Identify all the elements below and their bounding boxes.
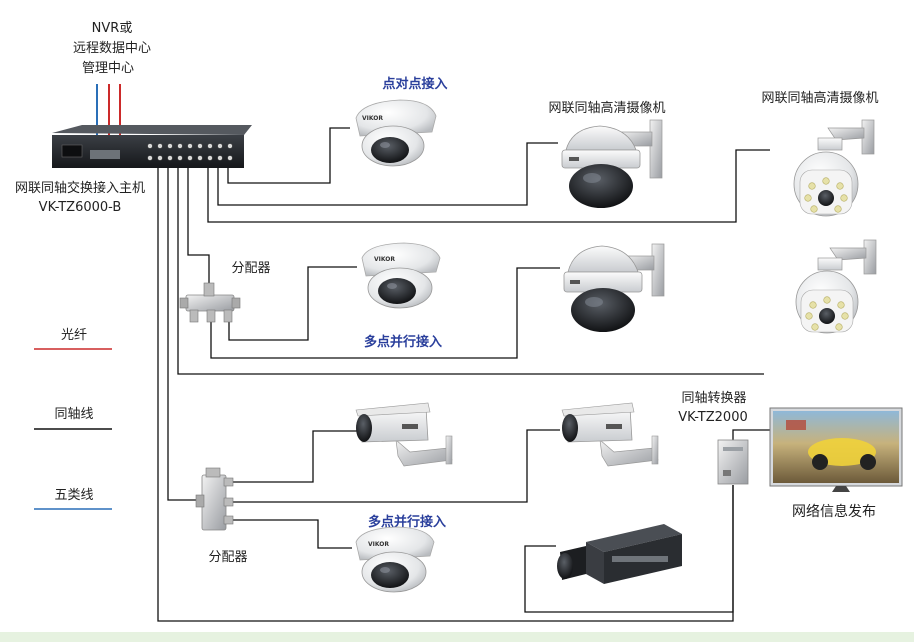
nvr-label-line2: 远程数据中心 <box>73 41 151 56</box>
coax-dome-3 <box>220 519 352 549</box>
host-switch <box>52 125 252 168</box>
dome-camera-2: VIKOR <box>361 242 441 309</box>
display-monitor <box>769 407 903 492</box>
display-label: 网络信息发布 <box>792 503 876 520</box>
coax-bullet-1 <box>228 430 358 483</box>
legend-label-fiber: 光纤 <box>61 328 87 343</box>
coax-hd-dome-1 <box>217 142 558 206</box>
coax-box-camera <box>524 485 734 613</box>
ptz-camera-1 <box>793 119 875 217</box>
legend-label-cat5: 五类线 <box>54 488 93 503</box>
splitter-top <box>179 282 241 323</box>
splitter-label-top: 分配器 <box>231 261 270 276</box>
nvr-label-line3: 管理中心 <box>82 61 134 76</box>
access-multi-label-2: 多点并行接入 <box>368 514 446 530</box>
converter-device <box>717 439 749 485</box>
coax-bullet-2 <box>230 429 560 503</box>
converter-name: 同轴转换器 <box>681 391 746 406</box>
coax-dome-2 <box>228 266 357 341</box>
coax-ptz-1 <box>207 149 770 223</box>
coax-cables <box>157 127 775 622</box>
dome-camera-3: VIKOR <box>355 526 435 593</box>
legend-label-coax: 同轴线 <box>54 407 93 422</box>
coax-display <box>732 429 775 440</box>
bullet-camera-2 <box>561 402 659 467</box>
converter-model: VK-TZ2000 <box>678 410 747 425</box>
access-multi-label-1: 多点并行接入 <box>364 334 442 350</box>
ptz-camera-2 <box>795 239 877 334</box>
switch-port-block <box>90 150 120 159</box>
switch-power-panel <box>61 144 83 158</box>
switch-front <box>52 135 244 168</box>
coax-ptz-2 <box>177 168 764 375</box>
splitter-label-bottom: 分配器 <box>208 550 247 565</box>
dome-camera-p2p: VIKOR <box>355 99 437 167</box>
coax-to-splitter-2 <box>167 168 200 501</box>
switch-bnc-ports <box>147 143 233 161</box>
host-model: VK-TZ6000-B <box>39 200 122 215</box>
hd-camera-label-1: 网联同轴高清摄像机 <box>548 100 665 116</box>
dome-brand-3: VIKOR <box>368 541 389 548</box>
nvr-label-line1: NVR或 <box>92 21 133 36</box>
dome-brand-1: VIKOR <box>362 115 383 122</box>
bottom-strip <box>0 632 914 642</box>
coax-p2p-dome <box>227 127 350 184</box>
hd-dome-camera-2 <box>563 243 665 332</box>
bullet-camera-1 <box>355 402 453 467</box>
legend: 光纤 同轴线 五类线 <box>34 328 112 510</box>
hd-camera-label-2: 网联同轴高清摄像机 <box>761 90 878 106</box>
dome-brand-2: VIKOR <box>374 256 395 263</box>
coax-to-splitter-1 <box>187 168 210 285</box>
box-camera <box>557 524 682 584</box>
hd-dome-camera-1 <box>561 119 663 208</box>
host-name: 网联同轴交换接入主机 <box>15 180 145 196</box>
switch-top-face <box>52 125 252 135</box>
coax-hd-dome-2 <box>210 267 560 359</box>
access-p2p-label: 点对点接入 <box>382 76 447 92</box>
splitter-bottom <box>195 467 234 531</box>
